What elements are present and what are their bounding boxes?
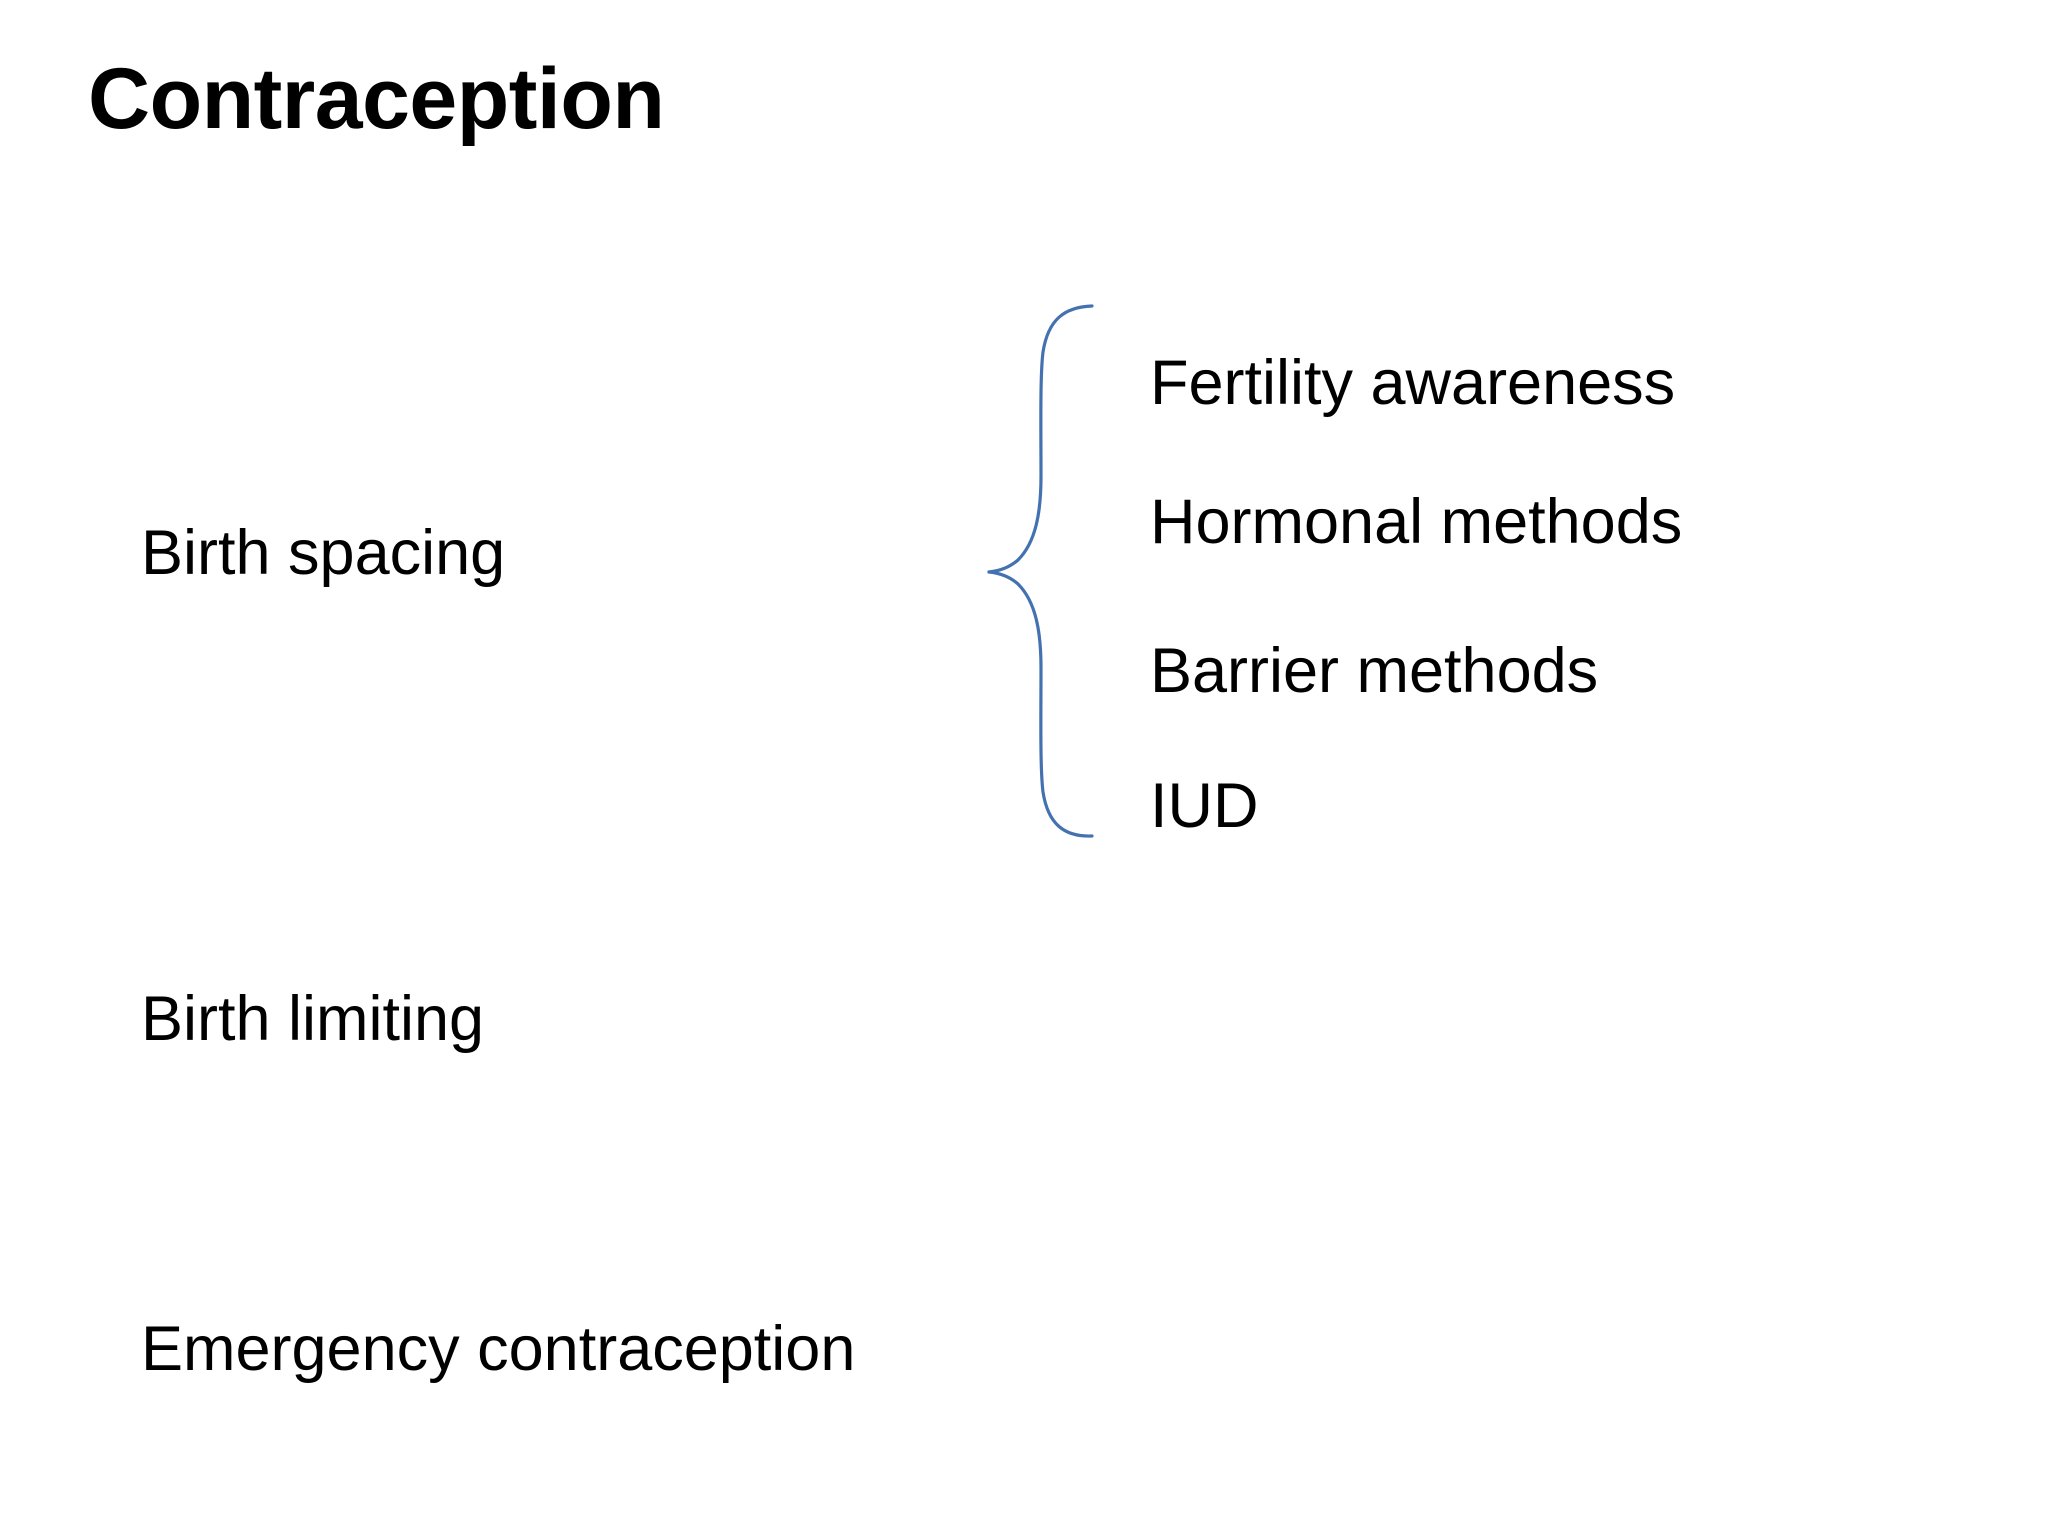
category-birth-spacing: Birth spacing xyxy=(141,518,506,588)
category-emergency-contraception: Emergency contraception xyxy=(141,1314,856,1384)
method-barrier-methods: Barrier methods xyxy=(1150,636,1599,706)
method-fertility-awareness: Fertility awareness xyxy=(1150,348,1676,418)
brace-group xyxy=(960,280,1140,870)
category-birth-limiting: Birth limiting xyxy=(141,984,485,1054)
method-hormonal-methods: Hormonal methods xyxy=(1150,487,1683,557)
method-iud: IUD xyxy=(1150,771,1259,841)
left-curly-brace-icon xyxy=(987,304,1094,838)
page-title: Contraception xyxy=(88,51,665,147)
